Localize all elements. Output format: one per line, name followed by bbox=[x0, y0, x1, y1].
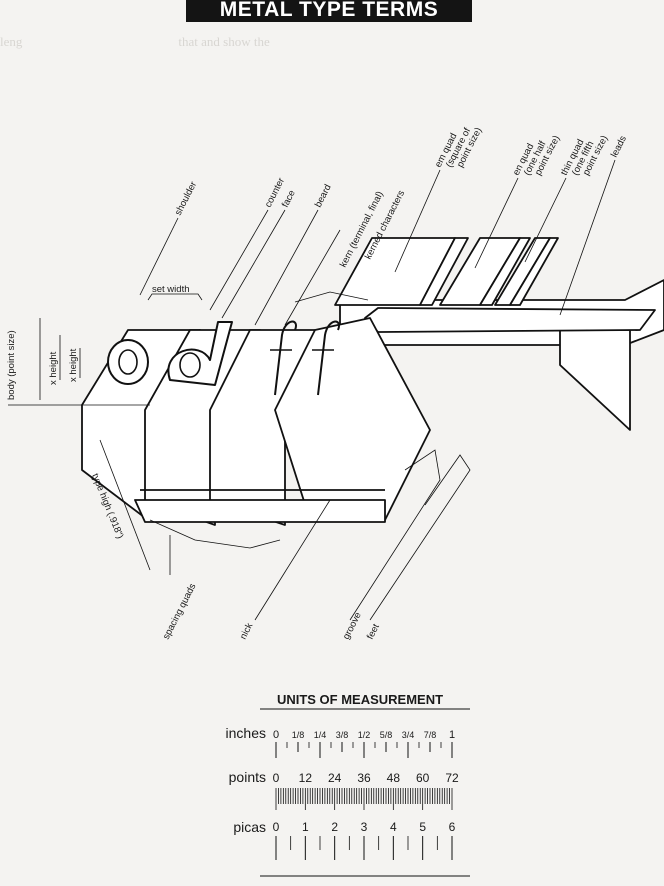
letter-f-2 bbox=[317, 320, 340, 396]
background-bleed-text: leng that and show the bbox=[0, 34, 270, 49]
pica-tick-label: 5 bbox=[419, 820, 426, 834]
pica-tick-label: 2 bbox=[331, 820, 338, 834]
inch-tick-label: 1/8 bbox=[292, 730, 305, 740]
letter-f-1 bbox=[274, 320, 297, 396]
thin-quad-side bbox=[509, 237, 559, 306]
point-tick-label: 12 bbox=[299, 771, 313, 785]
point-tick-label: 48 bbox=[387, 771, 401, 785]
inch-tick-label: 1/4 bbox=[314, 730, 327, 740]
points-label: points bbox=[228, 769, 266, 785]
metal-type-diagram: shoulder counter face beard kern (termin… bbox=[6, 126, 664, 641]
label-x-height-1: x height bbox=[48, 351, 59, 385]
point-tick-label: 72 bbox=[445, 771, 459, 785]
inch-tick-label: 1/2 bbox=[358, 730, 371, 740]
inch-tick-label: 3/4 bbox=[402, 730, 415, 740]
inches-label: inches bbox=[225, 725, 266, 741]
pica-ticks: 0 1 2 3 4 5 6 bbox=[273, 820, 456, 860]
inch-tick-label: 0 bbox=[273, 729, 279, 741]
point-ticks: 0 12 24 36 48 60 72 bbox=[273, 771, 459, 810]
point-tick-label: 36 bbox=[357, 771, 371, 785]
inch-tick-label: 3/8 bbox=[336, 730, 349, 740]
pica-tick-label: 0 bbox=[273, 820, 280, 834]
inch-tick-label: 5/8 bbox=[380, 730, 393, 740]
label-set-width: set width bbox=[152, 284, 190, 295]
pica-tick-label: 6 bbox=[449, 820, 456, 834]
point-tick-label: 0 bbox=[273, 771, 280, 785]
en-quad-side bbox=[479, 237, 531, 306]
type-base bbox=[134, 499, 386, 523]
pica-tick-label: 3 bbox=[361, 820, 368, 834]
point-tick-label: 24 bbox=[328, 771, 342, 785]
picas-label: picas bbox=[233, 819, 266, 835]
inch-ticks: 0 1/8 1/4 3/8 1/2 5/8 3/4 7/8 1 bbox=[273, 729, 455, 758]
measurement-title: UNITS OF MEASUREMENT bbox=[276, 692, 444, 707]
label-x-height-2: x height bbox=[68, 348, 79, 382]
point-tick-label: 60 bbox=[416, 771, 430, 785]
label-body: body (point size) bbox=[6, 330, 17, 400]
pica-tick-label: 1 bbox=[302, 820, 309, 834]
page-title: METAL TYPE TERMS bbox=[186, 0, 472, 22]
em-quad-side bbox=[419, 237, 469, 306]
inch-tick-label: 7/8 bbox=[424, 730, 437, 740]
pica-tick-label: 4 bbox=[390, 820, 397, 834]
inch-tick-label: 1 bbox=[449, 729, 455, 741]
